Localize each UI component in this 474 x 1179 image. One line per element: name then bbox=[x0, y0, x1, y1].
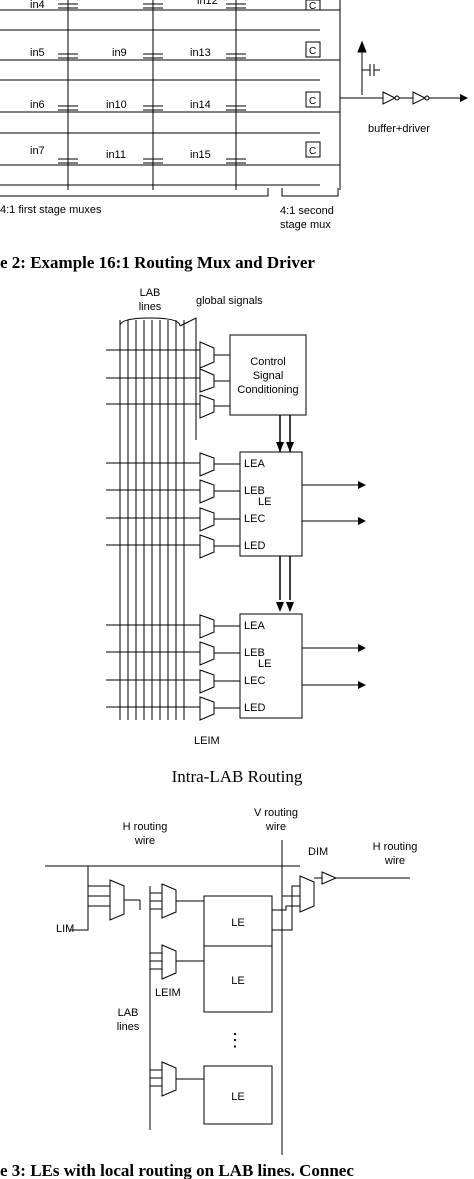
control-label-2: Signal bbox=[253, 370, 284, 382]
control-label-1: Control bbox=[250, 356, 285, 368]
h-routing-right-label-2: wire bbox=[384, 855, 405, 867]
global-signals-label: global signals bbox=[196, 295, 263, 307]
input-in7: in7 bbox=[30, 145, 45, 157]
config-cell-label: C bbox=[309, 46, 316, 57]
control-signal-block bbox=[229, 334, 307, 416]
lab-lines-label-1: LAB bbox=[140, 287, 161, 299]
fig3-lab-lines-2: lines bbox=[117, 1021, 140, 1033]
figure3-caption: e 3: LEs with local routing on LAB lines… bbox=[0, 1161, 354, 1179]
leim-mux-1 bbox=[161, 883, 177, 919]
fig3-le-2-label: LE bbox=[231, 975, 244, 987]
fig3-le-1 bbox=[203, 895, 273, 947]
le2-label: LE bbox=[258, 658, 271, 670]
leim-label-fig3: LEIM bbox=[155, 987, 181, 999]
le1-port-lec: LEC bbox=[244, 513, 265, 525]
input-in15: in15 bbox=[190, 149, 211, 161]
input-in9: in9 bbox=[112, 47, 127, 59]
input-in4: in4 bbox=[30, 0, 45, 11]
intra-lab-diagram: LAB lines global signals bbox=[106, 287, 366, 786]
le2-port-lea: LEA bbox=[244, 620, 265, 632]
le1-port-lea: LEA bbox=[244, 458, 265, 470]
mux-row-lines bbox=[0, 9, 340, 186]
figure2-caption: e 2: Example 16:1 Routing Mux and Driver bbox=[0, 253, 315, 272]
lab-lines-label-2: lines bbox=[139, 301, 162, 313]
input-in10: in10 bbox=[106, 99, 127, 111]
config-cell bbox=[305, 41, 321, 58]
input-in12: in12 bbox=[197, 0, 218, 7]
config-cell bbox=[305, 91, 321, 108]
fig3-ellipsis: ⋮ bbox=[226, 1030, 244, 1050]
leim-muxes bbox=[199, 341, 240, 721]
config-cell bbox=[305, 0, 321, 11]
leim-mux-3 bbox=[161, 1061, 177, 1097]
lab-horizontal-lines bbox=[106, 349, 200, 708]
le2-port-led: LED bbox=[244, 702, 265, 714]
first-stage-bracket bbox=[0, 188, 269, 197]
le2-port-leb: LEB bbox=[244, 647, 265, 659]
buffer-driver-label: buffer+driver bbox=[368, 123, 430, 135]
mux-select-lines bbox=[67, 0, 341, 190]
lim-mux bbox=[109, 879, 125, 921]
lim-label: LIM bbox=[56, 923, 74, 935]
input-in6: in6 bbox=[30, 99, 45, 111]
fig3-le-3-label: LE bbox=[231, 1091, 244, 1103]
config-cell-label: C bbox=[309, 146, 316, 157]
buffer-driver bbox=[340, 40, 468, 105]
le-block-1 bbox=[239, 451, 303, 557]
fig3-le-3 bbox=[203, 1065, 273, 1125]
second-stage-bracket bbox=[281, 188, 339, 197]
config-cell-label: C bbox=[309, 96, 316, 107]
figure2-mux-diagram: in4 in12 in5 in9 in13 in6 in10 in14 in7 … bbox=[0, 0, 468, 272]
le1-port-led: LED bbox=[244, 540, 265, 552]
figure3-diagram: V routing wire H routing wire DIM H rout… bbox=[0, 807, 417, 1179]
fig3-le-2 bbox=[203, 945, 273, 1013]
dim-label: DIM bbox=[308, 846, 328, 858]
dim-mux bbox=[299, 875, 315, 913]
second-stage-label-1: 4:1 second bbox=[280, 205, 334, 217]
v-routing-label-2: wire bbox=[265, 821, 286, 833]
first-stage-label: 4:1 first stage muxes bbox=[0, 204, 102, 216]
le1-label: LE bbox=[258, 496, 271, 508]
input-in14: in14 bbox=[190, 99, 211, 111]
h-routing-left-label-1: H routing bbox=[123, 821, 168, 833]
config-cell-label: C bbox=[309, 1, 316, 12]
le2-port-lec: LEC bbox=[244, 675, 265, 687]
mux-switches bbox=[58, 0, 246, 164]
leim-mux-2 bbox=[161, 944, 177, 980]
config-cells: C C C C bbox=[305, 0, 321, 158]
h-routing-right-label-1: H routing bbox=[373, 841, 418, 853]
h-routing-left-label-2: wire bbox=[134, 835, 155, 847]
lab-vertical-lines bbox=[119, 320, 185, 720]
le-block-2 bbox=[239, 613, 303, 719]
input-in5: in5 bbox=[30, 47, 45, 59]
second-stage-label-2: stage mux bbox=[280, 219, 331, 231]
v-routing-label-1: V routing bbox=[254, 807, 298, 819]
input-in11: in11 bbox=[106, 149, 126, 161]
config-cell bbox=[305, 141, 321, 158]
le1-port-leb: LEB bbox=[244, 485, 265, 497]
control-label-3: Conditioning bbox=[237, 384, 298, 396]
fig3-le-1-label: LE bbox=[231, 917, 244, 929]
fig3-lab-lines-1: LAB bbox=[118, 1007, 139, 1019]
leim-label: LEIM bbox=[194, 735, 220, 747]
input-in13: in13 bbox=[190, 47, 211, 59]
intra-lab-title: Intra-LAB Routing bbox=[172, 767, 303, 786]
